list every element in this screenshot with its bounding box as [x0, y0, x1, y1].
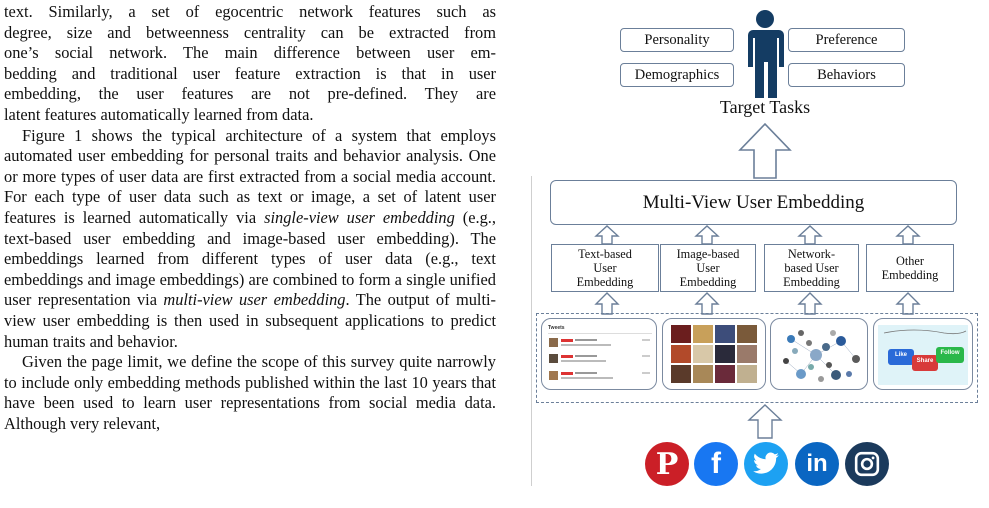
embedding-label-line: Image-based [676, 247, 740, 261]
paragraph-1: text. Similarly, a set of egocentric net… [4, 2, 496, 126]
trait-preference: Preference [788, 28, 905, 52]
trait-demographics: Demographics [620, 63, 734, 87]
arrow-up-icon [738, 122, 792, 179]
p2-emphasis: single-view user embedding [264, 207, 455, 227]
embedding-label-line: User [593, 261, 617, 275]
embedding-label-line: Embedding [783, 275, 840, 289]
p1-line: bedding and traditional user feature ext… [4, 63, 496, 83]
other-data-panel: Like Share Follow [873, 318, 973, 390]
arrow-up-icon [594, 292, 620, 315]
tweet-list-image [549, 338, 650, 380]
embedding-label-line: Text-based [578, 247, 632, 261]
trait-personality: Personality [620, 28, 734, 52]
speech-bubbles-image [883, 329, 967, 371]
p2-text: Figure 1 shows the typical architecture … [4, 125, 496, 227]
user-data-dashed-frame [536, 313, 978, 403]
arrow-up-icon [694, 292, 720, 315]
tweets-header: Tweets [548, 325, 565, 331]
network-graph-image [783, 330, 860, 382]
network-panel [770, 318, 868, 390]
arrow-up-icon [747, 404, 783, 439]
paragraph-3: Given the page limit, we define the scop… [4, 352, 496, 433]
body-text-column: text. Similarly, a set of egocentric net… [4, 2, 496, 434]
p1-line: degree, size and betweenness centrality … [4, 22, 496, 42]
embedding-label-line: Embedding [881, 268, 939, 282]
other-embedding-box: Other Embedding [866, 244, 954, 292]
column-divider [531, 176, 532, 486]
embedding-label-line: Embedding [679, 275, 737, 289]
linkedin-icon: in [795, 442, 839, 486]
text-embedding-box: Text-based User Embedding [551, 244, 659, 292]
p1-line: latent features automatically learned fr… [4, 104, 314, 124]
arrow-up-icon [594, 225, 620, 245]
like-bubble-label: Like [894, 352, 907, 358]
share-bubble-label: Share [916, 358, 934, 364]
paragraph-2: Figure 1 shows the typical architecture … [4, 126, 496, 353]
trait-behaviors: Behaviors [788, 63, 905, 87]
p2-text: . The output of multi-view user embeddin… [4, 290, 497, 351]
twitter-icon [744, 442, 788, 486]
embedding-label-line: Other [895, 254, 924, 268]
p1-line: one’s social network. The main differenc… [4, 43, 496, 63]
p1-line: text. Similarly, a set of egocentric net… [4, 2, 496, 21]
image-grid [671, 325, 757, 383]
multiview-embedding-box: Multi-View User Embedding [550, 180, 957, 225]
arrow-up-icon [797, 292, 823, 315]
facebook-icon: f [694, 442, 738, 486]
embedding-label-line: based User [784, 261, 839, 275]
arrow-up-icon [895, 292, 921, 315]
instagram-icon [845, 442, 889, 486]
embedding-label-line: User [696, 261, 720, 275]
p2-emphasis: multi-view user embedding [163, 290, 346, 310]
network-embedding-box: Network- based User Embedding [764, 244, 859, 292]
target-tasks-label: Target Tasks [719, 97, 811, 117]
embedding-label-line: Network- [787, 247, 836, 261]
p2-text: (e.g., text-based user embedding and ima… [4, 207, 496, 310]
arrow-up-icon [797, 225, 823, 245]
follow-bubble-label: Follow [940, 350, 960, 356]
tweets-panel: Tweets [541, 318, 657, 390]
images-panel [662, 318, 766, 390]
image-embedding-box: Image-based User Embedding [660, 244, 756, 292]
pinterest-icon: P [645, 442, 689, 486]
p1-line: embedding, the user features are not pre… [4, 84, 496, 104]
person-icon [748, 10, 784, 98]
arrow-up-icon [694, 225, 720, 245]
arrow-up-icon [895, 225, 921, 245]
embedding-label-line: Embedding [576, 275, 634, 289]
